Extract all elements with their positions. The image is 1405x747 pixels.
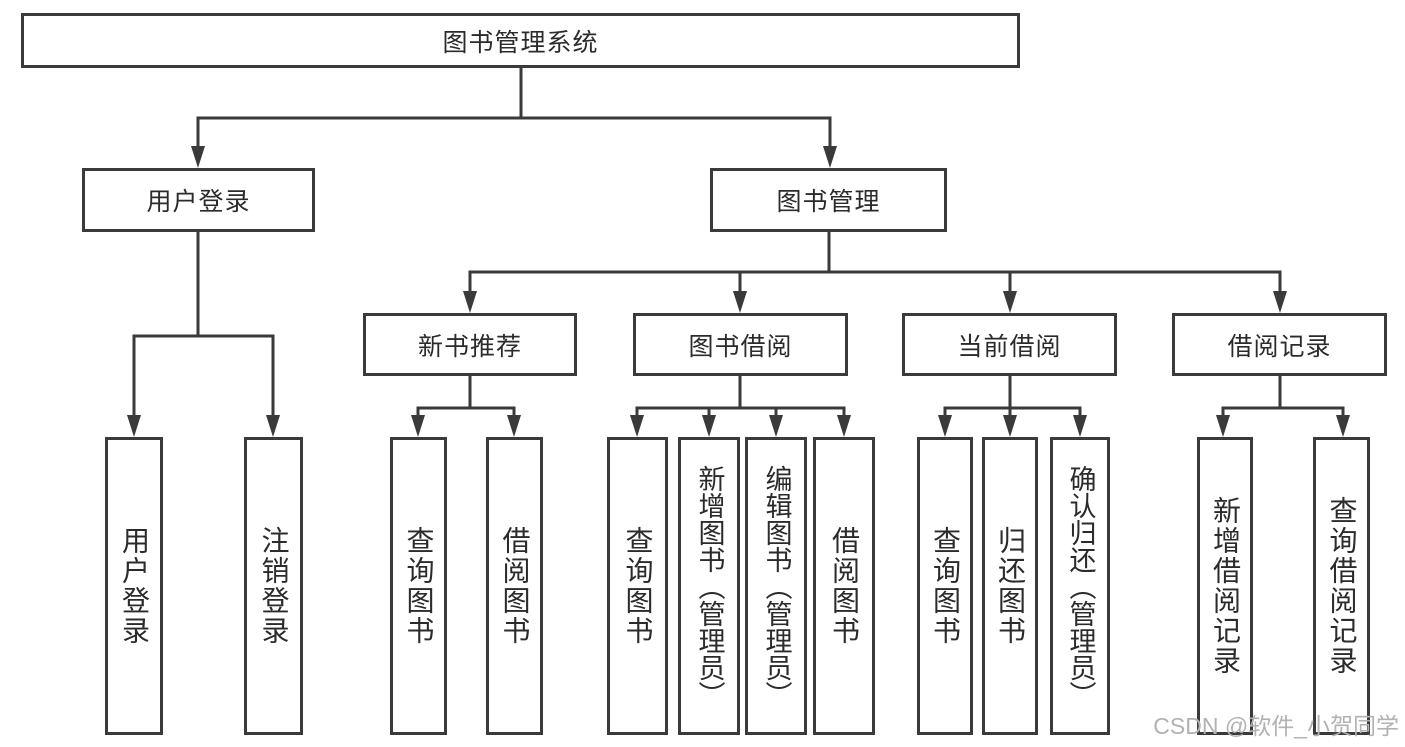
leaf-borrow-edit-books-label: 编辑图书（管理员） [761, 464, 792, 708]
node-borrow-records: 借阅记录 [1172, 313, 1387, 376]
leaf-borrow-add-books: 新增图书（管理员） [678, 437, 740, 735]
leaf-records-add-label: 新增借阅记录 [1210, 496, 1241, 676]
node-user-login-label: 用户登录 [146, 188, 251, 216]
node-new-book-recommend-label: 新书推荐 [417, 332, 522, 361]
leaf-borrow-query-books: 查询图书 [607, 437, 668, 735]
leaf-logout-label: 注销登录 [258, 526, 290, 646]
leaf-borrow-borrow-books-label: 借阅图书 [829, 526, 860, 646]
leaf-current-return-books-label: 归还图书 [995, 526, 1026, 646]
node-root-label: 图书管理系统 [442, 28, 599, 57]
node-book-borrow-label: 图书借阅 [688, 332, 793, 361]
leaf-current-query-books-label: 查询图书 [930, 526, 961, 646]
leaf-user-login: 用户登录 [105, 437, 163, 735]
leaf-borrow-borrow-books: 借阅图书 [813, 437, 875, 735]
watermark-text: CSDN @软件_小贺同学 [1153, 713, 1399, 739]
leaf-borrow-edit-books: 编辑图书（管理员） [745, 437, 807, 735]
leaf-records-query: 查询借阅记录 [1313, 437, 1370, 735]
leaf-current-return-books: 归还图书 [982, 437, 1038, 735]
leaf-borrow-add-books-label: 新增图书（管理员） [694, 464, 725, 708]
leaf-logout: 注销登录 [244, 437, 303, 735]
leaf-recommend-query-books-label: 查询图书 [403, 526, 435, 646]
node-user-login: 用户登录 [82, 168, 315, 232]
leaf-current-confirm-return: 确认归还（管理员） [1050, 437, 1110, 735]
node-book-borrow: 图书借阅 [633, 313, 848, 376]
node-new-book-recommend: 新书推荐 [363, 313, 577, 376]
node-root: 图书管理系统 [21, 13, 1020, 68]
leaf-records-add: 新增借阅记录 [1197, 437, 1253, 735]
node-book-management: 图书管理 [710, 168, 947, 232]
leaf-recommend-borrow-books: 借阅图书 [486, 437, 543, 735]
node-current-borrow: 当前借阅 [902, 313, 1117, 376]
leaf-borrow-query-books-label: 查询图书 [622, 526, 654, 646]
leaf-records-query-label: 查询借阅记录 [1326, 496, 1358, 676]
leaf-user-login-label: 用户登录 [119, 526, 150, 646]
node-book-management-label: 图书管理 [776, 188, 881, 216]
leaf-recommend-query-books: 查询图书 [390, 437, 447, 735]
node-borrow-records-label: 借阅记录 [1227, 332, 1332, 361]
leaf-recommend-borrow-books-label: 借阅图书 [499, 526, 531, 646]
node-current-borrow-label: 当前借阅 [957, 332, 1062, 361]
leaf-current-query-books: 查询图书 [917, 437, 973, 735]
leaf-current-confirm-return-label: 确认归还（管理员） [1065, 464, 1096, 708]
arrowheads [127, 146, 1350, 437]
